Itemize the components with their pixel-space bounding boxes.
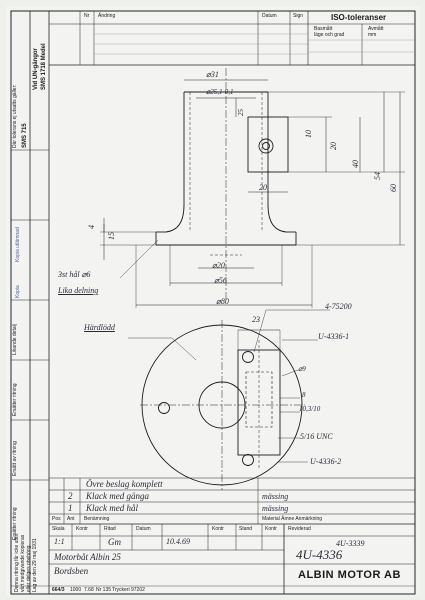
part-row-2-qty: 1 [68,503,73,513]
legal-note-4: Lag av den 29 maj 1931 [32,538,38,592]
dim-10: 10 [304,130,313,138]
part-row-1-name: Klack med gänga [86,491,149,501]
parts-header-pos: Pos [52,516,61,522]
std-label: Stand [239,526,253,532]
part-row-2-material: mässing [262,504,289,513]
footer-code: 664/3 [52,587,65,593]
drawing-number-old: 4U-3339 [336,539,365,548]
tolerance-note: Där tolerans ej utsatts gäller: [12,84,18,148]
hardened-note: Härdlödd [84,323,115,332]
field-similar-part: Likande detalj [12,324,18,355]
footer-nr: Nr 135 [96,587,112,593]
sms715-label: SMS 715 [22,123,28,148]
footer-date: 7.68 [84,587,94,593]
dim-d9: ⌀9 [298,365,306,373]
dim-25: 25 [237,109,245,116]
drawing-number: 4U-4336 [296,547,343,562]
iso-deviation-unit: mm [368,32,377,38]
checked-label: Kontr [76,526,88,532]
stamp-2: Kopia [15,285,21,298]
holes-note: 3st hål ⌀6 [58,270,91,279]
dim-10-3: 10,3/10 [299,405,321,413]
thread-spec: 5/16 UNC [300,432,333,441]
scale-value: 1:1 [54,537,65,546]
dim-8: 8 [302,391,306,399]
dim-d20: ⌀20 [212,261,225,270]
dim-d25: ⌀25,1-0,1 [206,88,234,96]
dim-60: 60 [389,184,398,192]
company-name: ALBIN MOTOR AB [298,569,401,581]
footer-qty: 1000 [70,587,82,593]
rev-sign-label: Sign [293,13,304,19]
stamp-1: Kopia utlämnad [15,227,21,262]
ref-part-3: U-4336-2 [310,457,342,466]
iso-deviation: Avmått [368,26,384,32]
date-label: Datum [136,526,151,532]
parts-header-qty: Ant [67,516,75,522]
title-line-2: Bordsben [54,566,89,576]
rev-nr-label: Nr [84,13,90,19]
title-line-1: Motorbåt Albin 25 [54,552,121,562]
iso-basic-size: Basmått [314,26,333,32]
dim-54: 54 [373,172,382,180]
scale-label: Skala [52,526,65,532]
rev-change-label: Ändring [98,13,116,19]
sms1718-label: SMS 1718 Medel [41,43,47,90]
parts-header-material: Material Ämne Anmärkning [262,516,323,522]
dim-d80: ⌀80 [216,297,229,306]
dim-20-vertical: 20 [329,142,338,150]
field-replaces: Ersätter ritning [12,383,18,416]
thread-note: Vid UN-gängor [33,48,39,90]
dim-4: 4 [87,225,96,229]
drawing-date: 10.4.69 [166,537,190,546]
part-row-1-material: mässing [262,492,289,501]
ref-part-1: 4-75200 [325,302,352,311]
drawn-by: Gm [108,537,121,547]
std2-label: Kontr [265,526,277,532]
dim-d31: ⌀31 [206,70,219,79]
parts-header-name: Benämning [84,516,110,522]
ref-part-2: U-4336-1 [318,332,350,341]
revised-label: Reviderad [288,526,311,532]
dim-20: 20 [259,183,267,192]
iso-basic-size-2: läge och grad [314,32,345,38]
checked2-label: Kontr [212,526,224,532]
rev-date-label: Datum [262,13,277,19]
pitch-note: Lika delning [58,286,99,295]
iso-title: ISO-toleranser [331,13,387,22]
drawn-label: Ritad [104,526,116,532]
dim-15: 15 [107,232,116,240]
part-row-2-name: Klack med hål [86,503,138,513]
dim-23: 23 [252,315,260,324]
part-row-0-name: Övre beslag komplett [86,479,163,489]
field-replaced-by: Ersätt av ritning [12,441,18,476]
dim-d56: ⌀56 [214,276,227,285]
dim-40: 40 [351,160,360,168]
part-row-1-qty: 2 [68,491,73,501]
footer-printer: Tryckeri 97202 [112,587,145,593]
